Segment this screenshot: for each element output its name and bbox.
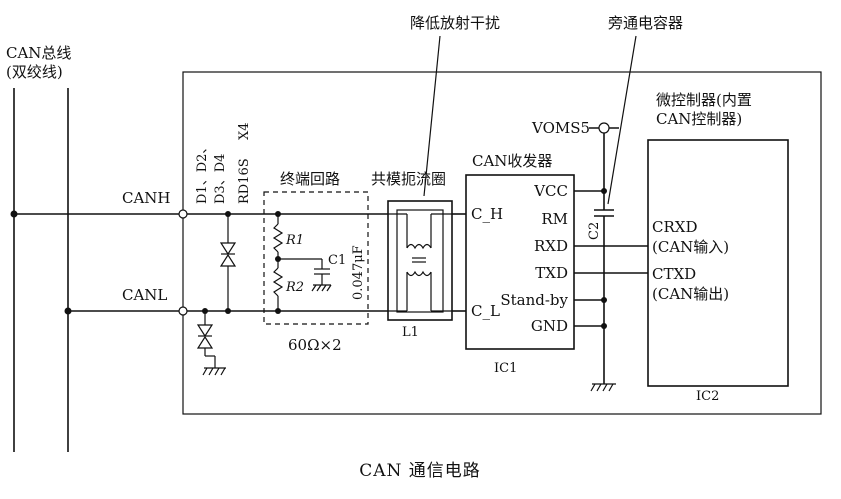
pin-standby: Stand-by [500, 291, 568, 309]
pin-rm: RM [541, 210, 568, 228]
r2-label: R2 [285, 280, 304, 295]
diode-labels: D1、D2、 D3、D4 [195, 141, 228, 204]
termination-resistance: 60Ω×2 [288, 336, 342, 354]
pin-vcc: VCC [533, 182, 568, 200]
common-mode-choke [387, 200, 453, 321]
emi-annotation: 降低放射干扰 [410, 14, 500, 32]
diagram-caption: CAN 通信电路 [359, 461, 481, 481]
pin-c-h: C_H [471, 205, 503, 223]
bypass-annotation: 旁通电容器 [608, 14, 683, 32]
terminal-canl [178, 306, 188, 316]
mcu-crxd-note: (CAN输入) [652, 238, 729, 256]
diode-label-line2: D3、D4 [213, 154, 228, 204]
pin-gnd: GND [531, 317, 568, 335]
choke-ref: L1 [402, 325, 419, 340]
diode-part: RD16S X4 [237, 122, 252, 204]
junction-dot [64, 307, 72, 315]
c2-label: C2 [587, 222, 602, 240]
termination-network [272, 211, 332, 314]
pin-txd: TXD [535, 264, 568, 282]
diode-count: X4 [237, 122, 252, 140]
junction-dot [10, 210, 18, 218]
resistor-r1 [272, 223, 284, 253]
transceiver-ref: IC1 [494, 361, 517, 376]
c1-label: C1 [328, 253, 346, 268]
c2-group: C2 [587, 222, 602, 240]
r1-label: R1 [285, 233, 304, 248]
tvs-diode-upper [219, 211, 237, 314]
supply-and-bypass [589, 122, 619, 392]
mcu-title: 微控制器(内置 [656, 91, 752, 109]
termination-title: 终端回路 [280, 170, 340, 188]
resistor-r2 [272, 267, 284, 297]
pin-rxd: RXD [534, 237, 568, 255]
diode-part-number: RD16S [237, 158, 252, 204]
mcu-subtitle: CAN控制器) [656, 110, 742, 128]
diode-label-line1: D1、D2、 [195, 141, 210, 204]
mcu-ref: IC2 [696, 389, 719, 404]
annotation-leader-emi [423, 35, 441, 197]
mcu-ctxd-note: (CAN输出) [652, 285, 729, 303]
transceiver-ic1 [465, 174, 575, 350]
bus-subtitle: (双绞线) [6, 63, 63, 81]
annotation-leader-bypass [607, 35, 637, 205]
choke-title: 共模扼流圈 [371, 170, 446, 188]
pin-c-l: C_L [471, 302, 500, 320]
bus-title: CAN总线 [6, 44, 71, 62]
c1-value-group: 0.047μF [351, 245, 366, 300]
c1-value: 0.047μF [351, 245, 366, 300]
terminal-canh [178, 209, 188, 219]
mcu-ctxd: CTXD [652, 265, 696, 283]
tvs-diode-lower [196, 308, 226, 376]
canh-label: CANH [122, 189, 171, 207]
supply-label: VOMS5 [531, 119, 590, 137]
mcu-crxd: CRXD [652, 218, 697, 236]
termination-box [263, 191, 369, 325]
transceiver-title: CAN收发器 [472, 152, 552, 170]
canl-label: CANL [122, 286, 167, 304]
board-outline [182, 71, 822, 415]
microcontroller-ic2 [647, 139, 789, 387]
